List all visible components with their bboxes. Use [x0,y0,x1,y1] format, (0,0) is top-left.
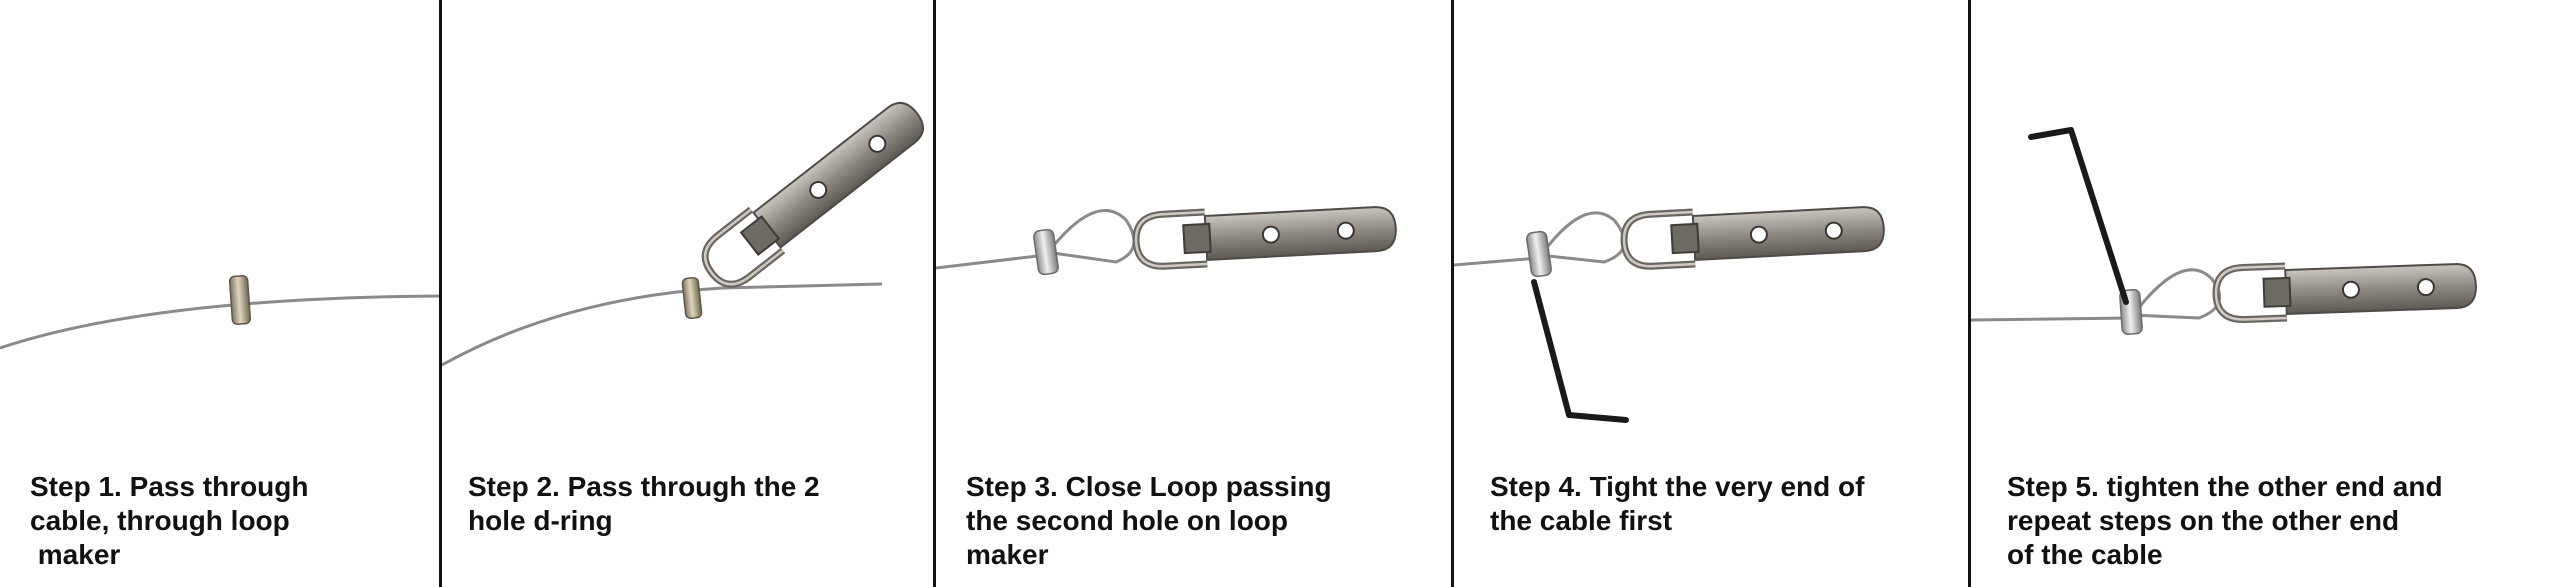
step-5-panel: Step 5. tighten the other end and repeat… [1971,0,2560,587]
panel-divider [933,0,936,587]
panel-divider [439,0,442,587]
panel-divider [1968,0,1971,587]
cable [1454,256,1540,267]
loop-maker-sleeve [681,277,703,319]
step-5-illustration [1971,127,2478,335]
step-3-panel: Step 3. Close Loop passing the second ho… [936,0,1451,587]
step-2-panel: Step 2. Pass through the 2 hole d-ring [442,0,933,587]
d-ring-hanger [696,94,932,294]
step-4-panel: Step 4. Tight the very end of the cable … [1454,0,1968,587]
d-ring-hanger [1623,205,1886,268]
hex-key-wrench [2028,127,2129,305]
cable-loop [1044,209,1136,264]
step-3-illustration [936,205,1398,276]
step-4-illustration [1454,205,1886,423]
step-1-caption: Step 1. Pass through cable, through loop… [30,471,309,570]
d-ring-hanger [1135,205,1398,268]
step-2-illustration [442,94,932,367]
step-1-illustration [0,275,439,350]
cable-loop [2129,268,2222,320]
cable-loop [1537,211,1626,264]
loop-maker-sleeve [1033,228,1059,276]
step-3-caption: Step 3. Close Loop passing the second ho… [966,471,1332,570]
cable [936,253,1047,270]
panel-divider [1451,0,1454,587]
step-4-caption: Step 4. Tight the very end of the cable … [1490,471,1865,536]
cable [442,282,883,367]
cable [0,294,439,350]
step-2-caption: Step 2. Pass through the 2 hole d-ring [468,471,820,536]
loop-maker-sleeve [228,275,252,325]
hex-key-wrench [1531,279,1629,423]
cable [1971,316,2132,322]
d-ring-hanger [2215,262,2478,320]
loop-maker-sleeve [1526,230,1552,278]
step-1-panel: Step 1. Pass through cable, through loop… [0,0,439,587]
step-5-caption: Step 5. tighten the other end and repeat… [2007,471,2443,570]
